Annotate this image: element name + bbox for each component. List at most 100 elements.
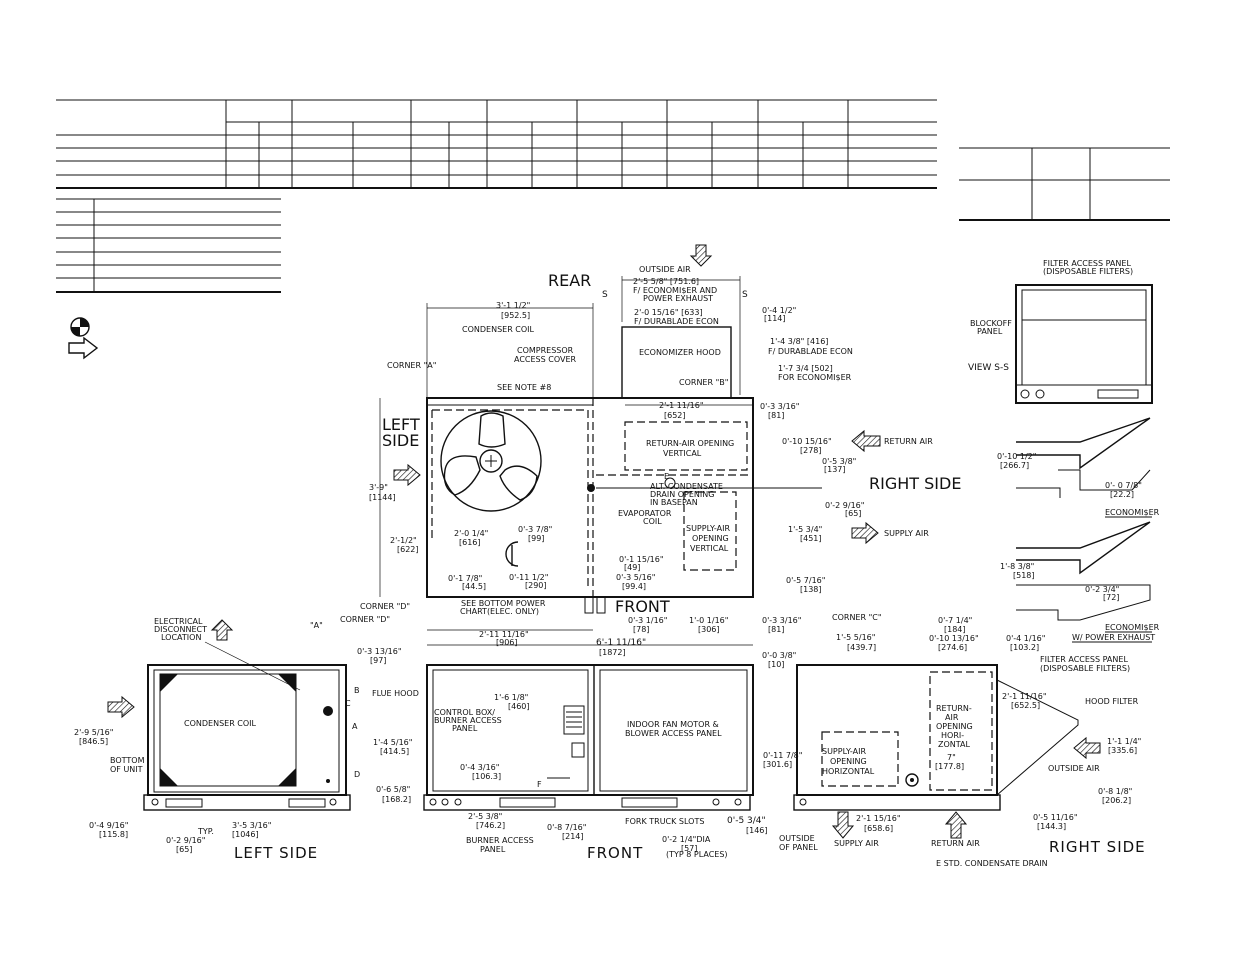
dim-115: [115.8] [99,830,128,839]
dim-616: [616] [459,538,481,547]
dim-2-9-5: 2'-9 5/16" [74,728,113,737]
dim-0-1-7-8: 0'-1 7/8" [448,574,482,583]
dim-2-1-11b: 2'-1 11/16" [1002,692,1047,701]
dim-652-5: [652.5] [1011,701,1040,710]
label-burner-access-bottom: BURNER ACCESS [466,836,534,845]
dim-99: [99] [528,534,544,543]
label-opening: OPENING [692,534,729,543]
dim-2-11-11: 2'-11 11/16" [479,630,529,639]
dim-146: [146] [746,826,768,835]
view-title-ss: VIEW S-S [968,363,1009,373]
dim-1-0-1-16: 1'-0 1/16" [689,616,728,625]
hatched-airflow-arrow-icon [1073,736,1101,760]
return-air-label: RETURN AIR [884,437,933,446]
dim-49: [49] [624,563,640,572]
airflow-arrow-icon [68,336,99,360]
view-title-right-side: RIGHT SIDE [869,474,961,493]
economizer-hood-label: ECONOMIZER HOOD [639,348,721,357]
dim-7: 7" [947,753,956,762]
dim-451: [451] [800,534,822,543]
dim-0-8-7-16: 0'-8 7/16" [547,823,586,832]
dim-266: [266.7] [1000,461,1029,470]
dim-290: [290] [525,581,547,590]
label-zontal-r: ZONTAL [938,740,971,749]
label-air-r: AIR [945,713,959,722]
label-drain-opening: DRAIN OPENING [650,490,714,499]
dim-622: [622] [397,545,419,554]
label-vertical: VERTICAL [663,449,702,458]
label-hori-r: HORI- [941,731,964,740]
label-d: D [354,770,360,779]
label-horizontal-r: HORIZONTAL [822,767,875,776]
dim-97: [97] [370,656,386,665]
label-bottom: BOTTOM [110,756,145,765]
condenser-coil-side-label: CONDENSER COIL [184,719,257,728]
dim-1-8-3-8: 1'-8 3/8" [1000,562,1034,571]
dim-414: [414.5] [380,747,409,756]
corner-a-label: CORNER "A" [387,361,436,370]
label-coil: COIL [643,517,662,526]
label-alt-condensate: ALT. CONDENSATE [650,482,723,491]
dim-301: [301.6] [763,760,792,769]
power-table [56,198,281,293]
view-title-front: FRONT [587,844,643,862]
label-disposable-ss: (DISPOSABLE FILTERS) [1043,267,1133,276]
label-c: C [345,699,351,708]
supply-air-label: SUPPLY AIR [884,529,929,538]
dim-1-4-3-8: 1'-4 3/8" [416] [770,337,828,346]
dim-846: [846.5] [79,737,108,746]
typ-8: (TYP 8 PLACES) [666,850,728,859]
outside-air-label: OUTSIDE AIR [639,265,691,274]
dim-0-3-5-16: 0'-3 5/16" [616,573,655,582]
label-blockoff: BLOCKOFF [970,319,1012,328]
dim-99-4: [99.4] [622,582,646,591]
dim-1-1-1-4: 1'-1 1/4" [1107,737,1141,746]
dim-0-11-1-2: 0'-11 1/2" [509,573,548,582]
hatched-airflow-arrow-icon [831,811,855,839]
return-air-r-label: RETURN AIR [931,839,980,848]
label-power-exhaust: POWER EXHAUST [643,294,713,303]
vent-grille [563,705,585,735]
header-table [56,99,937,189]
label-return-r: RETURN- [936,704,972,713]
label-location: LOCATION [161,633,201,642]
fan-icon [440,410,542,512]
dim-278: [278] [800,446,822,455]
hatched-airflow-arrow-icon [210,619,234,641]
supply-air-r-label: SUPPLY AIR [834,839,879,848]
dim-306: [306] [698,625,720,634]
label-b: B [354,686,360,695]
label-in-basepan: IN BASEPAN [650,498,698,507]
label-filter-access: FILTER ACCESS PANEL [1040,655,1128,664]
dim-44-5: [44.5] [462,582,486,591]
dim-1-7-3-4: 1'-7 3/4 [502] [778,364,833,373]
dim-65: [65] [845,509,861,518]
corner-b-label: CORNER "B" [679,378,728,387]
label-compressor: COMPRESSOR [517,346,574,355]
dim-0-8-1-8: 0'-8 1/8" [1098,787,1132,796]
hatched-airflow-arrow-icon [393,463,421,487]
dim-81: [81] [768,411,784,420]
dim-0-4-1-16: 0'-4 1/16" [1006,634,1045,643]
dim-184: [184] [944,625,966,634]
label-f-econ: F/ ECONOMI$ER AND [633,286,717,295]
label-a: A [352,722,358,731]
dim-3-5-3: 3'-5 3/16" [232,821,271,830]
dim-1-5-3-4: 1'-5 3/4" [788,525,822,534]
label-of-unit: OF UNIT [110,765,143,774]
dim-0-1-15: 0'-1 15/16" [619,555,664,564]
dim-0-3-3-16b: 0'-3 3/16" [762,616,801,625]
dim-0-6-5-8: 0'-6 5/8" [376,785,410,794]
condenser-coil-label: CONDENSER COIL [462,325,535,334]
weight-table [959,147,1170,221]
dim-0-3-13: 0'-3 13/16" [357,647,402,656]
label-panel-ss: PANEL [977,327,1003,336]
dim-652: [652] [664,411,686,420]
dim-0-5-3-4: 0'-5 3/4" [727,816,766,826]
label-see-bottom-power: SEE BOTTOM POWER [461,599,546,608]
label-f-durablade: F/ DURABLADE ECON [634,317,719,326]
label-opening-r: OPENING [830,757,867,766]
left-side-view: CONDENSER COIL ELECTRICAL DISCONNECT LOC… [74,615,419,862]
w-power-exhaust-label: W/ POWER EXHAUST [1072,633,1155,642]
dim-0-5-11: 0'-5 11/16" [1033,813,1078,822]
